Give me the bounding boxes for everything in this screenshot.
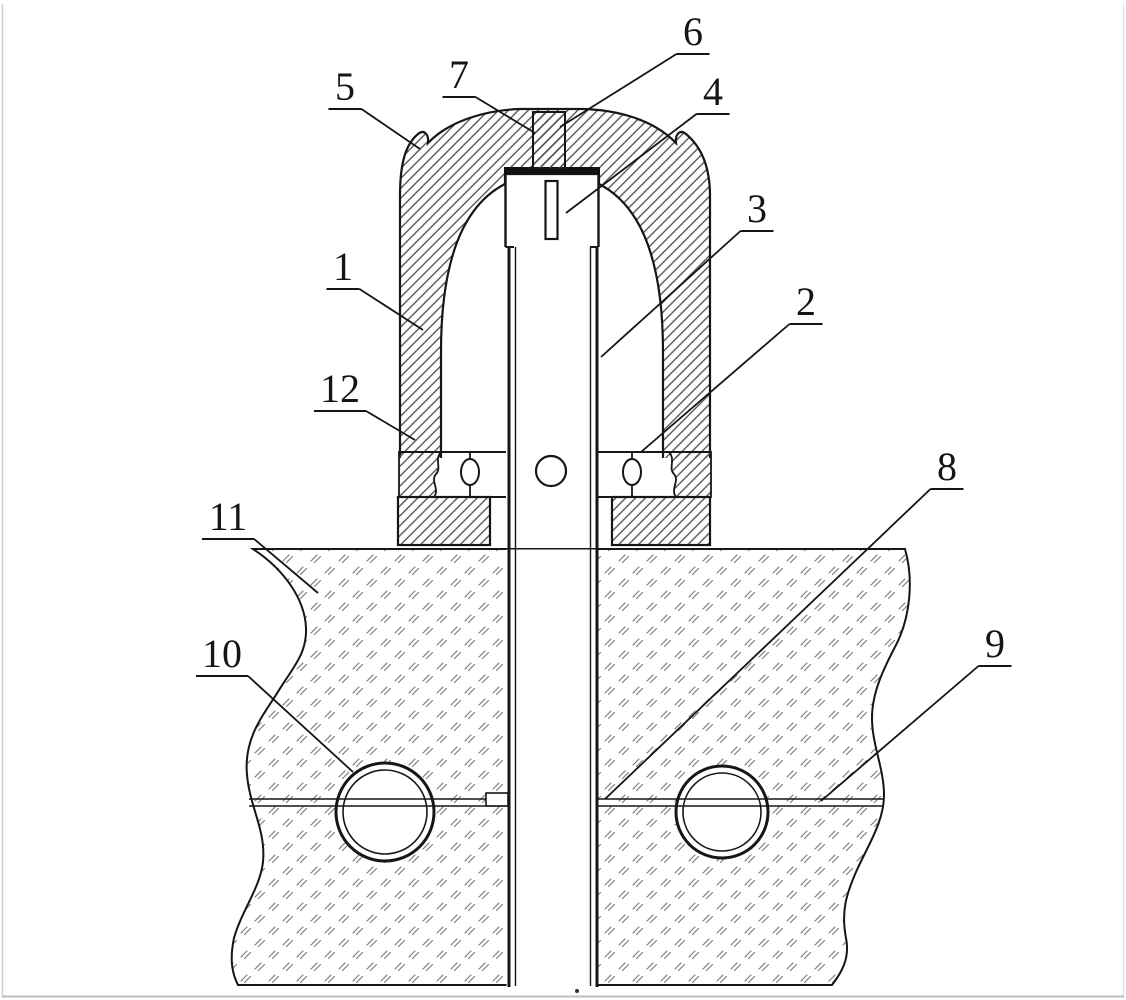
thread-section-right xyxy=(667,451,712,498)
callout-number: 11 xyxy=(209,494,248,539)
callout-leader-line xyxy=(565,113,698,214)
callout-4: 4 xyxy=(565,69,730,214)
callout-leader-line xyxy=(247,675,354,773)
seal-ball-left xyxy=(460,452,480,497)
inner-valve-stem xyxy=(544,179,559,241)
base-flange-left xyxy=(396,495,492,547)
callout-8: 8 xyxy=(604,444,964,800)
thread-section-left xyxy=(398,451,443,498)
callout-11: 11 xyxy=(202,494,319,594)
callout-leader-line xyxy=(253,538,319,594)
callout-number: 1 xyxy=(333,244,353,289)
seam-collar xyxy=(485,792,509,807)
callout-number: 8 xyxy=(937,444,957,489)
callout-5: 5 xyxy=(328,64,421,150)
base-flange-right xyxy=(610,495,712,547)
callout-leader-line xyxy=(600,230,742,358)
callout-number: 9 xyxy=(985,621,1005,666)
top-pin xyxy=(532,111,566,170)
bottom-center-mark xyxy=(575,989,579,993)
callout-leader-line xyxy=(360,108,421,150)
cap-wall-section xyxy=(400,109,710,458)
callout-leader-line xyxy=(640,323,791,453)
callout-leader-line xyxy=(604,488,932,800)
callout-leader-line xyxy=(475,96,536,134)
callout-number: 7 xyxy=(449,52,469,97)
callout-6: 6 xyxy=(559,9,710,128)
tube-flange xyxy=(504,167,600,174)
center-tube xyxy=(504,111,600,987)
callout-leader-line xyxy=(820,665,980,802)
callout-number: 5 xyxy=(335,64,355,109)
callout-leader-line xyxy=(365,410,416,441)
callout-number: 6 xyxy=(683,9,703,54)
left-channel-circle xyxy=(334,761,436,863)
callout-leader-line xyxy=(359,288,424,331)
callout-10: 10 xyxy=(196,631,354,773)
callout-number: 3 xyxy=(747,186,767,231)
cap-outer-outline xyxy=(398,107,712,458)
right-channel-circle xyxy=(674,764,770,860)
callout-9: 9 xyxy=(820,621,1012,802)
callout-number: 4 xyxy=(703,69,723,114)
callout-1: 1 xyxy=(326,244,424,331)
cap-assembly xyxy=(396,107,712,547)
callout-number: 2 xyxy=(796,279,816,324)
callout-2: 2 xyxy=(640,279,823,453)
callout-number: 10 xyxy=(202,631,242,676)
callout-number: 12 xyxy=(320,366,360,411)
callout-7: 7 xyxy=(442,52,536,134)
callout-leader-line xyxy=(559,53,677,128)
seal-ball-right xyxy=(622,452,642,497)
callout-3: 3 xyxy=(600,186,774,358)
tube-corridor xyxy=(506,549,598,987)
seal-ball-center xyxy=(534,454,568,488)
callout-12: 12 xyxy=(314,366,416,441)
